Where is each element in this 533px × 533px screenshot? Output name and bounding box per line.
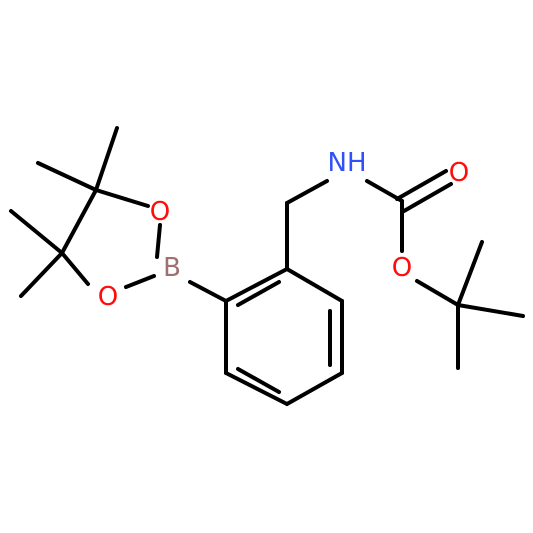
bond-b-o1 [155,223,162,259]
bond-tbu-me1 [456,240,484,307]
atom-label-o4: O [392,253,412,283]
bond-c7-me2 [36,161,98,192]
bond-c8-me3 [9,209,64,255]
bond-ring-inner-2 [236,367,281,394]
bond-ring-c1-c2 [285,267,344,303]
bond-ester-o-tbu [415,279,460,307]
bond-tbu-me2 [456,303,525,318]
atom-label-o2: O [98,282,118,312]
bond-o2-c8 [60,251,90,286]
atom-label-nh: NH [328,148,367,178]
bond-c7-me1 [94,126,119,192]
bond-c7-c8 [60,188,98,255]
atom-label-b: B [163,253,181,283]
bond-b-o2 [124,274,156,289]
bond-ring-inner-3 [236,280,281,307]
bond-ring-c3-c4 [285,371,344,406]
bond-c6-b [188,280,228,303]
bond-ring-c4-c5 [224,371,289,406]
bond-ring-c6-c1 [224,267,289,303]
bond-ch2-n [285,179,329,205]
bond-carbonyl-o-double-a [395,169,448,201]
atom-label-o1: O [150,197,170,227]
bond-carbonyl-o-double-b [402,182,453,213]
bond-c8-me4 [19,251,64,298]
atom-label-o3: O [449,158,469,188]
bond-o1-c7 [94,188,150,208]
